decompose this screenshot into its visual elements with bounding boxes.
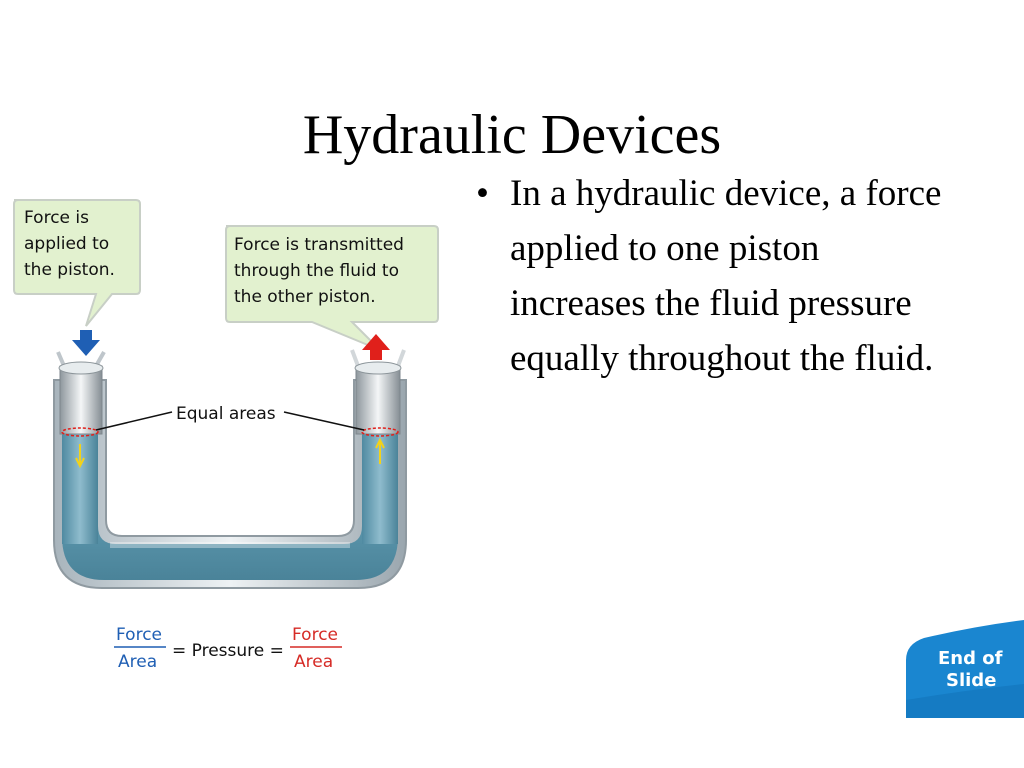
end-of-slide-line-1: End of: [938, 648, 1003, 669]
callout-left: Force is applied to the piston.: [13, 199, 141, 327]
fluid: [62, 434, 398, 580]
callout-right-line-1: Force is transmitted: [234, 235, 404, 255]
equation-force-right: Force: [292, 625, 338, 645]
tube-highlight: [110, 542, 350, 548]
callout-right-line-3: the other piston.: [234, 287, 376, 307]
bullet-item: • In a hydraulic device, a force applied…: [476, 166, 946, 386]
piston-right: [350, 349, 406, 435]
leader-line-left: [95, 411, 173, 431]
bullet-dot-icon: •: [476, 173, 489, 214]
callout-left-line-1: Force is: [24, 208, 89, 228]
bullet-list: • In a hydraulic device, a force applied…: [476, 166, 946, 386]
hydraulic-diagram: Force is applied to the piston. Force is…: [13, 199, 439, 672]
piston-left: [56, 351, 106, 435]
equation-area-right: Area: [294, 652, 333, 672]
area-marker-right: [361, 427, 399, 437]
equation-pressure: = Pressure =: [172, 641, 284, 661]
callout-left-line-3: the piston.: [24, 260, 115, 280]
u-tube: [53, 379, 407, 589]
arrow-down-icon: [72, 330, 100, 356]
end-of-slide-line-2: Slide: [946, 670, 996, 691]
callout-right-line-2: through the fluid to: [234, 261, 399, 281]
leader-line-right: [283, 411, 365, 431]
area-marker-left: [61, 427, 99, 437]
pressure-equation: Force Area = Pressure = Force Area: [114, 625, 342, 672]
end-of-slide-button[interactable]: End of Slide: [906, 620, 1024, 718]
equation-area-left: Area: [118, 652, 157, 672]
pressure-arrow-down-icon: [75, 444, 85, 469]
slide-title: Hydraulic Devices: [302, 104, 722, 166]
arrow-up-icon: [362, 334, 390, 360]
callout-left-line-2: applied to: [24, 234, 109, 254]
bullet-text: In a hydraulic device, a force applied t…: [510, 173, 942, 379]
equal-areas-label: Equal areas: [176, 404, 276, 424]
callout-right: Force is transmitted through the fluid t…: [225, 225, 439, 351]
equation-force-left: Force: [116, 625, 162, 645]
pressure-arrow-up-icon: [375, 437, 385, 464]
